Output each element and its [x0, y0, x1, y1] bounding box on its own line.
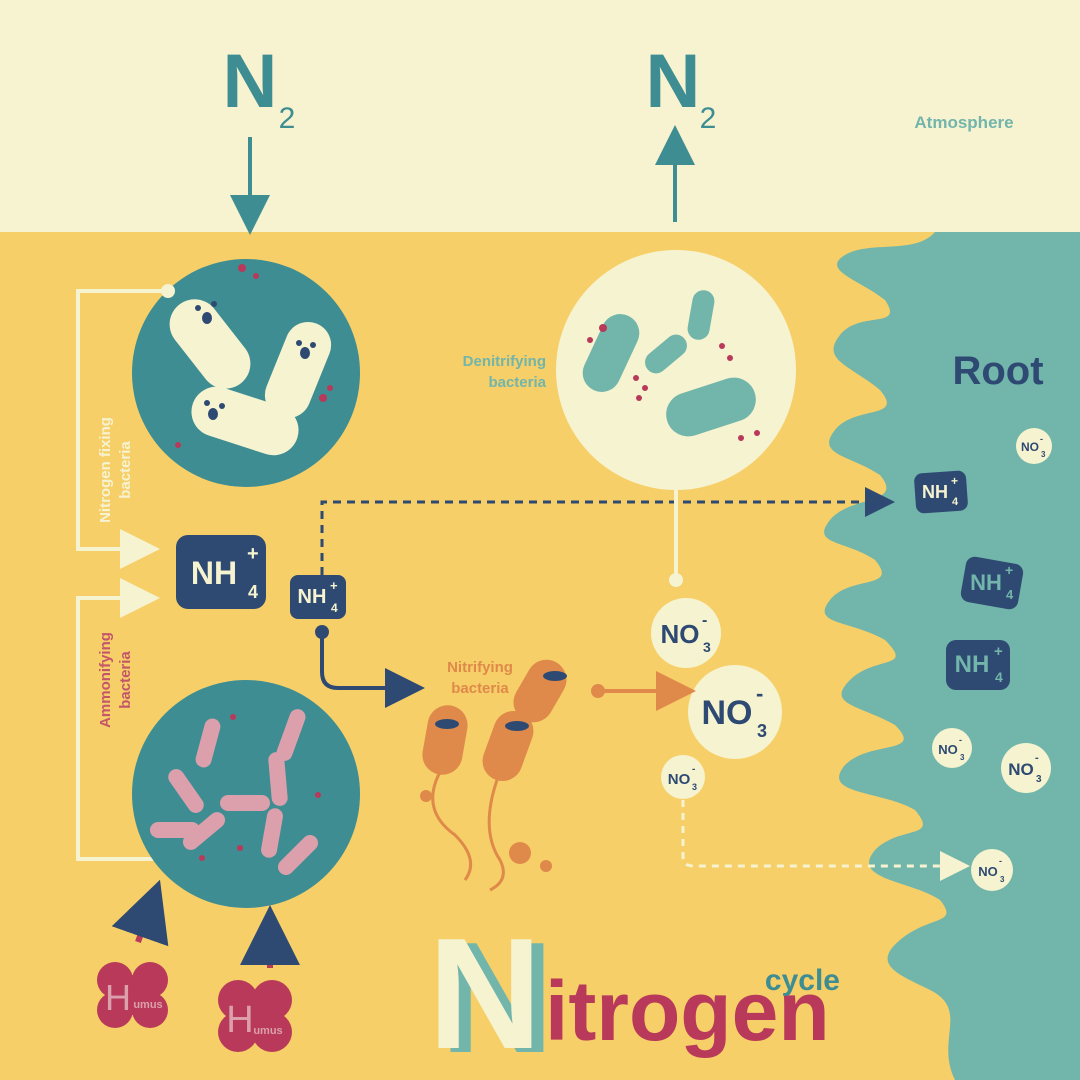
svg-text:-: -	[1035, 752, 1039, 764]
svg-text:umus: umus	[253, 1025, 282, 1037]
nitrate-to-root-arrow	[681, 800, 970, 881]
nitrogen-fixing-bacteria-circle	[132, 259, 360, 487]
denitrifying-label: Denitrifying bacteria	[463, 353, 547, 391]
humus-blob-1: H umus	[97, 962, 168, 1028]
svg-text:NH: NH	[298, 586, 327, 608]
svg-text:4: 4	[331, 601, 338, 615]
nitrifying-bacteria	[420, 659, 567, 892]
svg-text:-: -	[959, 735, 962, 745]
ammonifying-label: Ammonifying bacteria	[97, 632, 134, 728]
ammonium-to-nitrifying-arrow	[320, 632, 425, 708]
svg-text:3: 3	[1041, 450, 1046, 459]
svg-text:3: 3	[960, 753, 965, 762]
svg-text:4: 4	[995, 669, 1003, 685]
fixing-bacterium	[264, 321, 332, 419]
svg-text:N: N	[440, 910, 554, 1080]
svg-text:NH: NH	[922, 482, 948, 502]
svg-text:+: +	[994, 643, 1003, 660]
svg-text:N: N	[428, 906, 542, 1080]
ammonifying-loop	[76, 578, 168, 861]
svg-text:-: -	[692, 764, 695, 775]
svg-text:4: 4	[248, 582, 258, 602]
svg-text:NO: NO	[1021, 440, 1039, 454]
root-nitrate-2: NO - 3	[932, 728, 972, 768]
ammonium-to-root-arrow	[320, 487, 895, 575]
humus-blob-2: H umus	[218, 980, 292, 1052]
n2-incoming-subscript: 2	[279, 102, 296, 135]
root-nitrate-1: NO - 3	[1016, 428, 1052, 464]
root-ammonium-1: NH + 4	[914, 470, 968, 514]
svg-text:NH: NH	[970, 570, 1002, 595]
ammonium-box-small: NH + 4	[290, 575, 346, 619]
svg-text:umus: umus	[133, 999, 162, 1011]
root-ammonium-3: NH + 4	[946, 640, 1010, 690]
svg-text:NH: NH	[191, 555, 237, 591]
nitrate-bubble-3: NO - 3	[661, 755, 705, 799]
nitrogen-fixing-loop	[76, 289, 168, 569]
svg-text:Denitrifying: Denitrifying	[463, 353, 546, 370]
svg-text:3: 3	[757, 721, 767, 741]
root-label: Root	[952, 349, 1043, 393]
svg-text:Ammonifying: Ammonifying	[97, 632, 114, 728]
svg-text:itrogen: itrogen	[545, 964, 830, 1058]
svg-text:4: 4	[1006, 587, 1014, 602]
svg-text:bacteria: bacteria	[117, 651, 134, 709]
svg-text:NO: NO	[938, 742, 958, 757]
atmosphere-band	[0, 0, 1080, 232]
nitrate-bubble-2: NO - 3	[688, 665, 782, 759]
fixing-bacterium	[169, 299, 251, 389]
svg-text:3: 3	[692, 782, 697, 792]
n2-outgoing-subscript: 2	[700, 102, 717, 135]
svg-text:cycle: cycle	[765, 964, 840, 997]
svg-text:3: 3	[1000, 875, 1005, 884]
svg-text:4: 4	[952, 496, 959, 508]
svg-text:3: 3	[1036, 774, 1042, 785]
nitrogen-fixing-label: Nitrogen fixing bacteria	[97, 417, 134, 523]
n2-incoming: N 2	[223, 39, 296, 235]
fixing-bacterium	[191, 386, 299, 456]
svg-text:Nitrifying: Nitrifying	[447, 659, 513, 676]
svg-text:+: +	[247, 543, 259, 565]
svg-text:+: +	[330, 578, 338, 593]
diagram-title: N N itrogen cycle	[428, 906, 840, 1080]
svg-text:-: -	[756, 681, 763, 706]
ammonifying-bacteria-circle	[132, 680, 360, 908]
svg-text:bacteria: bacteria	[488, 374, 546, 391]
svg-text:H: H	[105, 977, 131, 1018]
svg-text:3: 3	[703, 639, 711, 655]
svg-text:H: H	[226, 999, 253, 1041]
root-ammonium-2: NH + 4	[960, 556, 1024, 610]
svg-text:+: +	[1005, 562, 1013, 578]
svg-text:-: -	[702, 612, 707, 629]
denitrifying-bacteria-circle	[556, 250, 796, 490]
svg-text:-: -	[999, 856, 1002, 866]
atmosphere-label: Atmosphere	[914, 113, 1013, 132]
svg-text:NO: NO	[1008, 760, 1034, 779]
svg-text:NH: NH	[955, 651, 990, 678]
svg-text:bacteria: bacteria	[451, 680, 509, 697]
humus-arrow-1	[111, 879, 169, 947]
nitrifying-label: Nitrifying bacteria	[447, 659, 513, 697]
root-nitrate-3: NO - 3	[1001, 743, 1051, 793]
svg-text:NO: NO	[702, 694, 753, 732]
n2-outgoing: N 2	[646, 39, 717, 222]
n2-incoming-symbol: N	[223, 39, 278, 124]
svg-text:Nitrogen fixing: Nitrogen fixing	[97, 417, 114, 523]
svg-text:NO: NO	[661, 619, 700, 649]
svg-text:bacteria: bacteria	[117, 441, 134, 499]
svg-text:+: +	[951, 474, 958, 488]
nitrate-bubble-1: NO - 3	[651, 598, 721, 668]
ammonium-box-main: NH + 4	[176, 535, 266, 609]
svg-text:NO: NO	[668, 771, 691, 788]
svg-text:-: -	[1040, 434, 1043, 444]
n2-outgoing-symbol: N	[646, 39, 701, 124]
svg-text:NO: NO	[978, 864, 998, 879]
root-nitrate-4: NO - 3	[971, 849, 1013, 891]
